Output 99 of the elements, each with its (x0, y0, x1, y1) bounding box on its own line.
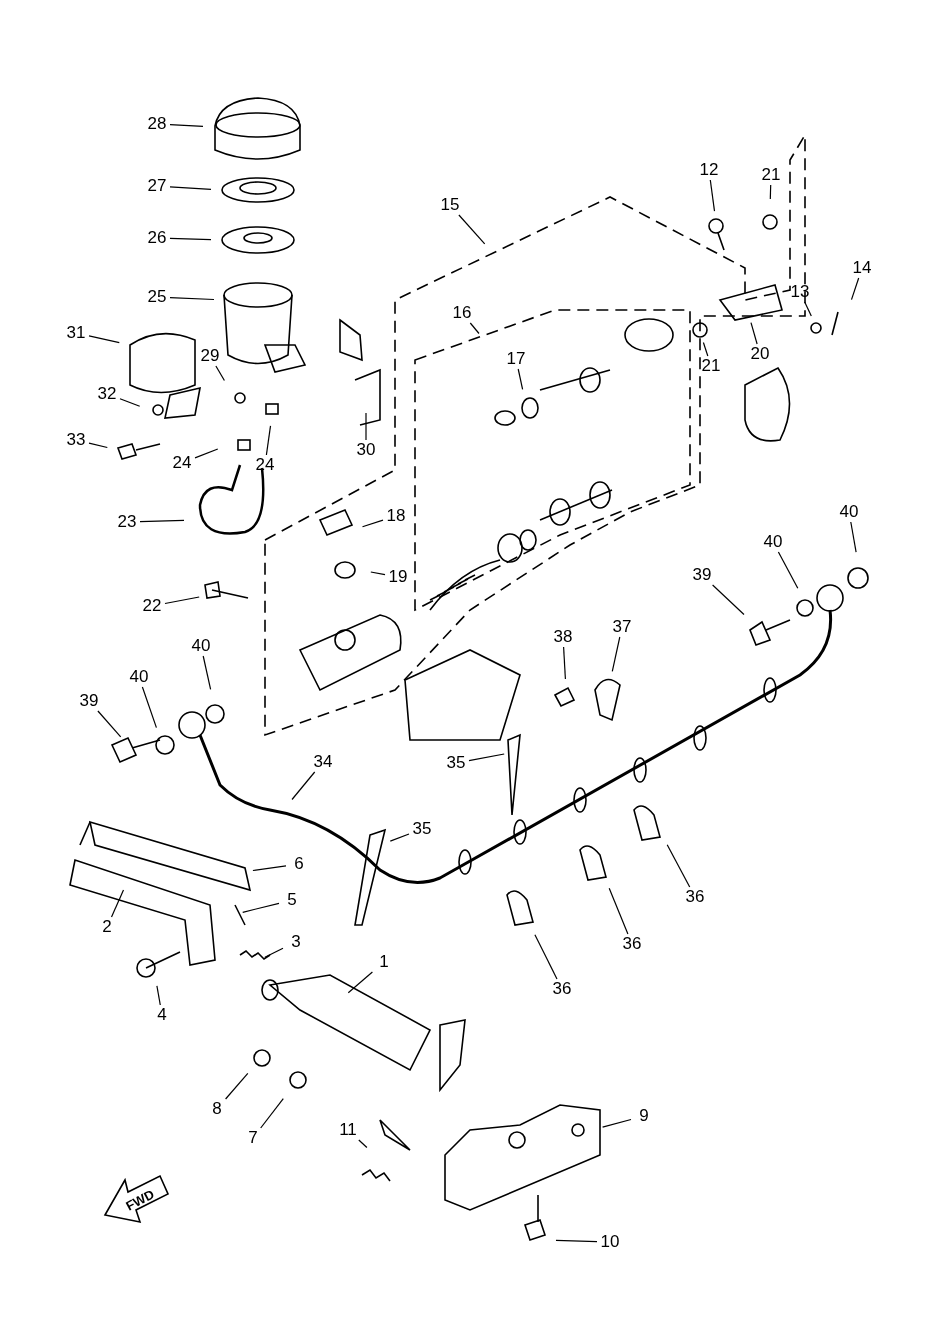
callout-number: 29 (200, 346, 220, 366)
callout-number: 19 (388, 567, 408, 587)
leader-line (139, 519, 185, 523)
leader-line (777, 551, 799, 589)
leader-line (534, 934, 558, 980)
callout-number: 11 (339, 1120, 357, 1140)
callout-number: 23 (117, 512, 137, 532)
callout-number: 26 (147, 228, 167, 248)
callout-number: 25 (147, 287, 167, 307)
leader-line (804, 301, 812, 317)
callout-number: 21 (761, 165, 781, 185)
leader-line (141, 686, 157, 729)
leader-line (164, 596, 200, 605)
leader-line (709, 179, 716, 212)
leader-line (563, 646, 566, 680)
leader-line (252, 865, 287, 872)
leader-line (712, 584, 745, 616)
callout-number: 35 (446, 753, 466, 773)
leader-line (169, 297, 215, 301)
callout-number: 18 (386, 506, 406, 526)
callout-number: 40 (191, 636, 211, 656)
leader-line (97, 710, 122, 738)
leader-line (370, 571, 386, 576)
callout-number: 5 (287, 890, 297, 910)
callout-number: 20 (750, 344, 770, 364)
callout-number: 40 (129, 667, 149, 687)
callout-number: 40 (763, 532, 783, 552)
callout-number: 17 (506, 349, 526, 369)
leader-line (225, 1072, 249, 1100)
callout-number: 39 (692, 565, 712, 585)
callout-number: 32 (97, 384, 117, 404)
callout-number: 22 (142, 596, 162, 616)
callout-number: 16 (452, 303, 472, 323)
callout-number: 33 (66, 430, 86, 450)
leader-line (469, 322, 480, 335)
leader-line (110, 889, 125, 918)
leader-line (361, 519, 384, 528)
leader-line (611, 636, 621, 672)
leader-line (850, 521, 857, 553)
callout-number: 28 (147, 114, 167, 134)
leader-line (347, 971, 373, 994)
leader-line (365, 412, 367, 441)
leader-line (156, 985, 161, 1006)
callout-number: 24 (255, 455, 275, 475)
leader-line (88, 442, 108, 449)
callout-number: 36 (552, 979, 572, 999)
direction-label: FWD (123, 1186, 157, 1214)
leader-line (119, 398, 141, 407)
leader-line (555, 1239, 598, 1243)
leader-line (88, 335, 120, 344)
leader-line (702, 341, 709, 357)
leader-line (750, 322, 758, 345)
leader-line (265, 425, 272, 456)
callout-number: 8 (212, 1099, 222, 1119)
callout-number: 15 (440, 195, 460, 215)
leader-line (260, 1098, 284, 1129)
leader-line (517, 368, 524, 390)
callout-number: 38 (553, 627, 573, 647)
callout-number: 3 (291, 932, 301, 952)
leader-line (202, 655, 212, 690)
leader-line (608, 887, 629, 935)
callout-number: 31 (66, 323, 86, 343)
callout-number: 12 (699, 160, 719, 180)
leader-line (358, 1139, 368, 1149)
callout-number: 14 (852, 258, 872, 278)
leader-line (264, 947, 284, 958)
callout-number: 6 (294, 854, 304, 874)
callout-number: 35 (412, 819, 432, 839)
callout-number: 21 (701, 356, 721, 376)
leader-line (468, 753, 505, 762)
leader-line (194, 448, 219, 459)
callout-number: 9 (639, 1106, 649, 1126)
leader-line (169, 124, 204, 127)
leader-line (215, 365, 225, 382)
callout-number: 2 (102, 917, 112, 937)
callout-number: 13 (790, 282, 810, 302)
leader-line (769, 184, 772, 200)
callout-number: 27 (147, 176, 167, 196)
callout-number: 40 (839, 502, 859, 522)
callout-number: 30 (356, 440, 376, 460)
leader-line (169, 186, 212, 190)
leader-line (389, 833, 410, 842)
callout-number: 39 (79, 691, 99, 711)
callout-number: 34 (313, 752, 333, 772)
callout-number: 4 (157, 1005, 167, 1025)
leader-line (242, 902, 280, 913)
leader-line (850, 277, 860, 301)
callout-number: 24 (172, 453, 192, 473)
callout-number: 7 (248, 1128, 258, 1148)
leader-line (169, 237, 212, 241)
leader-line (291, 771, 316, 801)
callout-number: 10 (600, 1232, 620, 1252)
callout-number: 37 (612, 617, 632, 637)
callout-number: 36 (622, 934, 642, 954)
leader-line (458, 214, 486, 245)
leader-line (666, 844, 691, 888)
leader-line (602, 1118, 632, 1128)
callout-number: 1 (379, 952, 389, 972)
callout-number: 36 (685, 887, 705, 907)
